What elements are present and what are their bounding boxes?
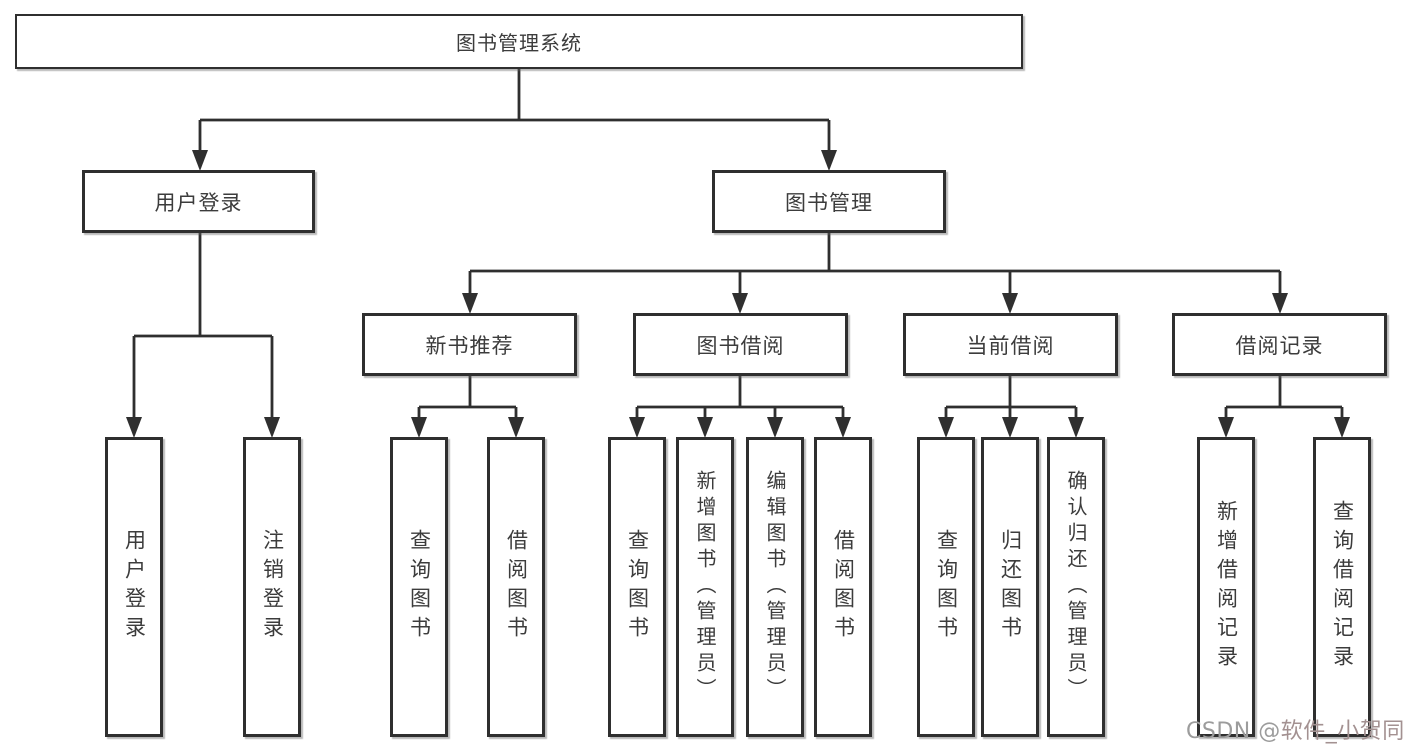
node-user-login: 用户登录 bbox=[82, 170, 315, 233]
watermark-author: 软件_小贺同学 bbox=[1280, 719, 1405, 744]
node-records-query-record: 查询借阅记录 bbox=[1313, 437, 1371, 737]
node-current-query-books: 查询图书 bbox=[917, 437, 975, 737]
node-recommend-borrow-books: 借阅图书 bbox=[487, 437, 545, 737]
node-logout-leaf: 注销登录 bbox=[243, 437, 301, 737]
node-borrowing-edit-books-admin: 编辑图书（管理员） bbox=[746, 437, 804, 737]
node-borrowing-borrow-books: 借阅图书 bbox=[814, 437, 872, 737]
node-current-borrowing: 当前借阅 bbox=[903, 313, 1118, 376]
watermark: CSDN @软件_小贺同学 bbox=[1186, 713, 1405, 745]
node-user-login-leaf: 用户登录 bbox=[105, 437, 163, 737]
node-borrowing-records: 借阅记录 bbox=[1172, 313, 1387, 376]
node-book-borrowing: 图书借阅 bbox=[633, 313, 848, 376]
node-recommend-query-books: 查询图书 bbox=[390, 437, 448, 737]
node-new-book-recommend: 新书推荐 bbox=[362, 313, 577, 376]
node-book-management: 图书管理 bbox=[712, 170, 946, 233]
node-current-return-books: 归还图书 bbox=[981, 437, 1039, 737]
node-borrowing-query-books: 查询图书 bbox=[608, 437, 666, 737]
arrowheads bbox=[126, 150, 1350, 438]
node-records-add-record: 新增借阅记录 bbox=[1197, 437, 1255, 737]
node-borrowing-add-books-admin: 新增图书（管理员） bbox=[676, 437, 734, 737]
watermark-prefix: CSDN @ bbox=[1186, 719, 1281, 744]
node-current-confirm-return-admin: 确认归还（管理员） bbox=[1047, 437, 1105, 737]
node-library-system: 图书管理系统 bbox=[15, 14, 1023, 69]
